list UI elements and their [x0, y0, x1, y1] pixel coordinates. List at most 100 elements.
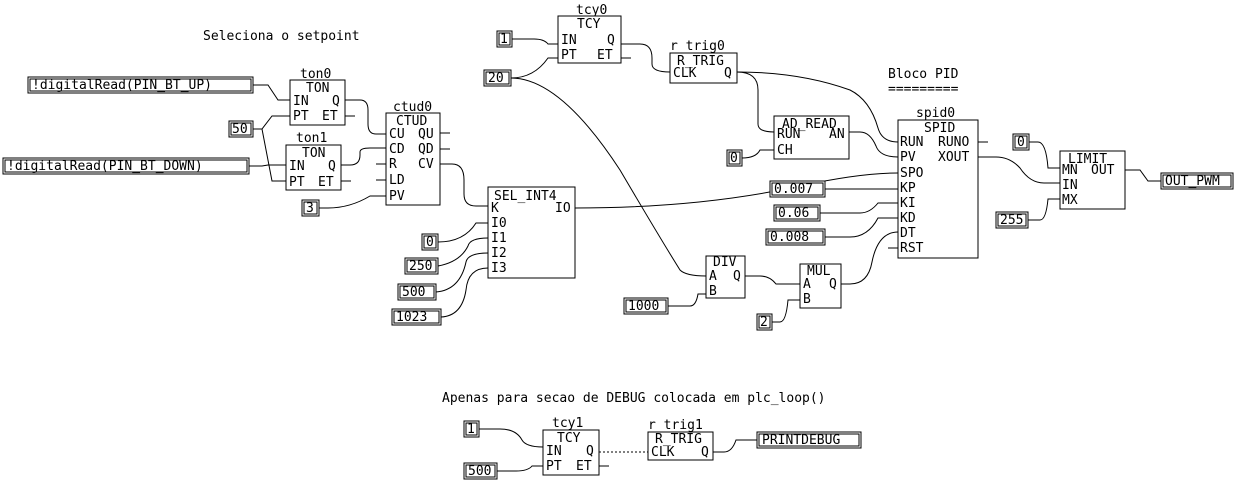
limit-mn: MN — [1062, 163, 1078, 178]
ton0-in: IN — [293, 94, 309, 109]
comment-pid-underline: ========= — [888, 82, 959, 97]
rtrig0-clk: CLK — [673, 66, 697, 81]
wires — [249, 38, 1161, 472]
ton0-type: TON — [306, 81, 329, 96]
ctud0-cu: CU — [389, 127, 405, 142]
limit-in: IN — [1062, 178, 1078, 193]
spid0-runo: RUNO — [938, 135, 969, 150]
rtrig1-clk: CLK — [651, 445, 675, 460]
sel-type: SEL_INT4 — [494, 189, 557, 204]
ctud0-cd: CD — [389, 142, 405, 157]
var-bt-down[interactable]: !digitalRead(PIN_BT_DOWN) — [2, 157, 250, 175]
var-out-pwm[interactable]: OUT_PWM — [1160, 172, 1234, 190]
block-ad-read[interactable]: AD_READ RUN CH AN — [773, 115, 850, 160]
var-tcy1-in-label: 1 — [467, 422, 475, 437]
spid0-instance: spid0 — [916, 106, 955, 121]
var-out-pwm-label: OUT_PWM — [1165, 174, 1220, 189]
mul-b: B — [803, 292, 811, 307]
sel-k: K — [491, 201, 499, 216]
var-sel-i0[interactable]: 0 — [421, 233, 439, 251]
div-type: DIV — [713, 255, 737, 270]
ton1-et: ET — [318, 175, 334, 190]
sel-i0: I0 — [491, 216, 507, 231]
var-ad-ch-label: 0 — [730, 151, 738, 166]
var-tcy-pt[interactable]: 20 — [483, 69, 512, 87]
spid0-in-dt: DT — [900, 226, 916, 241]
adread-type: AD_READ — [782, 117, 837, 132]
spid0-in-spo: SPO — [900, 166, 924, 181]
var-ki[interactable]: 0.06 — [773, 204, 821, 222]
var-sel-i1-label: 250 — [409, 259, 432, 274]
block-limit[interactable]: LIMIT MN IN MX OUT — [1059, 150, 1126, 210]
var-sel-i1[interactable]: 250 — [404, 257, 439, 275]
rtrig0-q: Q — [724, 66, 732, 81]
ctud0-pv: PV — [389, 189, 405, 204]
var-ad-ch[interactable]: 0 — [726, 149, 743, 167]
limit-mx: MX — [1062, 193, 1078, 208]
tcy0-type: TCY — [577, 17, 601, 32]
block-r-trig0[interactable]: r_trig0 R_TRIG CLK Q — [669, 39, 738, 84]
var-ton-pt[interactable]: 50 — [228, 120, 254, 138]
var-ctud-pv-label: 3 — [306, 201, 314, 216]
block-spid0[interactable]: spid0 SPID RUN PV SPO KP KI KD DT RST RU… — [897, 106, 979, 259]
block-mul[interactable]: MUL A B Q — [799, 263, 842, 309]
comment-setpoint: Seleciona o setpoint — [203, 29, 360, 44]
block-ctud0[interactable]: ctud0 CTUD CU CD R LD PV QU QD CV — [385, 100, 441, 206]
var-bt-up[interactable]: !digitalRead(PIN_BT_UP) — [27, 76, 254, 94]
block-tcy0[interactable]: tcy0 TCY IN PT Q ET — [557, 3, 622, 64]
var-kd[interactable]: 0.008 — [765, 228, 826, 246]
var-div-b[interactable]: 1000 — [623, 297, 669, 315]
ton0-q: Q — [332, 94, 340, 109]
var-limit-mn[interactable]: 0 — [1012, 133, 1030, 151]
spid0-xout: XOUT — [938, 150, 969, 165]
block-sel-int4[interactable]: SEL_INT4 K I0 I1 I2 I3 IO — [487, 186, 576, 279]
block-ton0[interactable]: ton0 TON IN PT Q ET — [289, 67, 346, 126]
var-kp[interactable]: 0.007 — [769, 180, 826, 198]
ctud0-qu: QU — [418, 127, 434, 142]
div-a: A — [709, 269, 717, 284]
tcy1-type: TCY — [557, 431, 581, 446]
spid0-type: SPID — [924, 121, 955, 136]
ctud0-type: CTUD — [396, 114, 427, 129]
limit-out: OUT — [1091, 163, 1115, 178]
var-ki-label: 0.06 — [778, 206, 809, 221]
limit-type: LIMIT — [1068, 152, 1107, 167]
var-printdebug[interactable]: PRINTDEBUG — [756, 431, 862, 449]
var-tcy-pt-label: 20 — [488, 71, 504, 86]
var-sel-i2[interactable]: 500 — [397, 283, 437, 301]
block-ton1[interactable]: ton1 TON IN PT Q ET — [285, 131, 342, 191]
var-bt-down-label: !digitalRead(PIN_BT_DOWN) — [7, 159, 203, 174]
div-b: B — [709, 284, 717, 299]
rtrig0-instance: r_trig0 — [670, 39, 725, 54]
block-div[interactable]: DIV A B Q — [705, 255, 746, 299]
block-tcy1[interactable]: tcy1 TCY IN PT Q ET — [542, 416, 600, 476]
tcy0-q: Q — [607, 33, 615, 48]
var-sel-i3-label: 1023 — [396, 310, 427, 325]
var-sel-i3[interactable]: 1023 — [391, 308, 442, 326]
var-ton-pt-label: 50 — [232, 122, 248, 137]
adread-run: RUN — [777, 127, 800, 142]
sel-i1: I1 — [491, 231, 507, 246]
var-limit-mx[interactable]: 255 — [995, 211, 1029, 229]
var-ctud-pv[interactable]: 3 — [301, 199, 320, 217]
var-sel-i2-label: 500 — [402, 285, 425, 300]
mul-type: MUL — [807, 264, 831, 279]
spid0-in-kp: KP — [900, 181, 916, 196]
var-tcy-in[interactable]: 1 — [496, 30, 513, 48]
var-tcy-in-label: 1 — [500, 32, 508, 47]
ctud0-qd: QD — [418, 142, 434, 157]
var-kd-label: 0.008 — [770, 230, 809, 245]
rtrig1-q: Q — [701, 445, 709, 460]
ton0-pt: PT — [293, 109, 309, 124]
var-tcy1-in[interactable]: 1 — [463, 420, 480, 438]
adread-an: AN — [829, 127, 845, 142]
var-div-b-label: 1000 — [628, 299, 659, 314]
spid0-in-kd: KD — [900, 211, 916, 226]
ton1-instance: ton1 — [296, 131, 327, 146]
var-tcy1-pt[interactable]: 500 — [463, 462, 498, 480]
var-mul-b[interactable]: 2 — [756, 313, 773, 331]
block-r-trig1[interactable]: r_trig1 R_TRIG CLK Q — [647, 418, 714, 461]
spid0-in-rst: RST — [900, 241, 924, 256]
comment-pid: Bloco PID — [888, 67, 959, 82]
